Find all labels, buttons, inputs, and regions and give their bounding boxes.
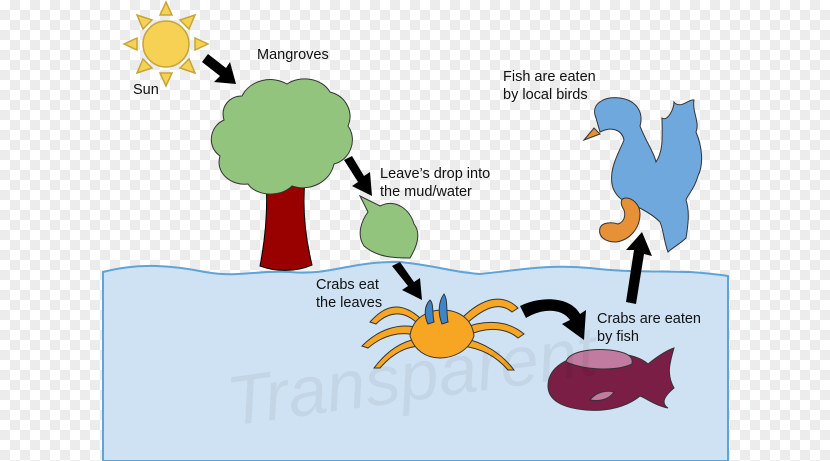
fish-label-line1: Crabs are eaten (597, 311, 701, 327)
crabs-label-line2: the leaves (316, 295, 383, 311)
bird-label-line2: by local birds (503, 87, 588, 103)
fish-icon (547, 347, 675, 411)
arrow-leaf-to-crab (392, 262, 422, 300)
crabs-label-line1: Crabs eat (316, 277, 379, 293)
leaves-label-line2: the mud/water (380, 184, 472, 200)
bird-label-line1: Fish are eaten (503, 69, 596, 85)
sun-label: Sun (133, 82, 159, 98)
leaf-icon (358, 194, 419, 259)
fish-label-line2: by fish (597, 329, 639, 345)
tree-trunk (259, 179, 313, 271)
tree-icon (210, 78, 353, 195)
arrows (202, 54, 652, 340)
sun-icon (122, 0, 210, 88)
arrow-crab-to-fish (520, 299, 586, 340)
bird-icon (582, 97, 703, 253)
arrow-fish-to-bird (626, 232, 652, 304)
leaves-label-line1: Leave’s drop into (380, 166, 491, 182)
arrow-sun-to-mangroves (202, 54, 236, 84)
crab-icon (361, 293, 525, 371)
arrow-mangroves-to-leaf (344, 156, 372, 196)
mangroves-label: Mangroves (257, 47, 329, 63)
